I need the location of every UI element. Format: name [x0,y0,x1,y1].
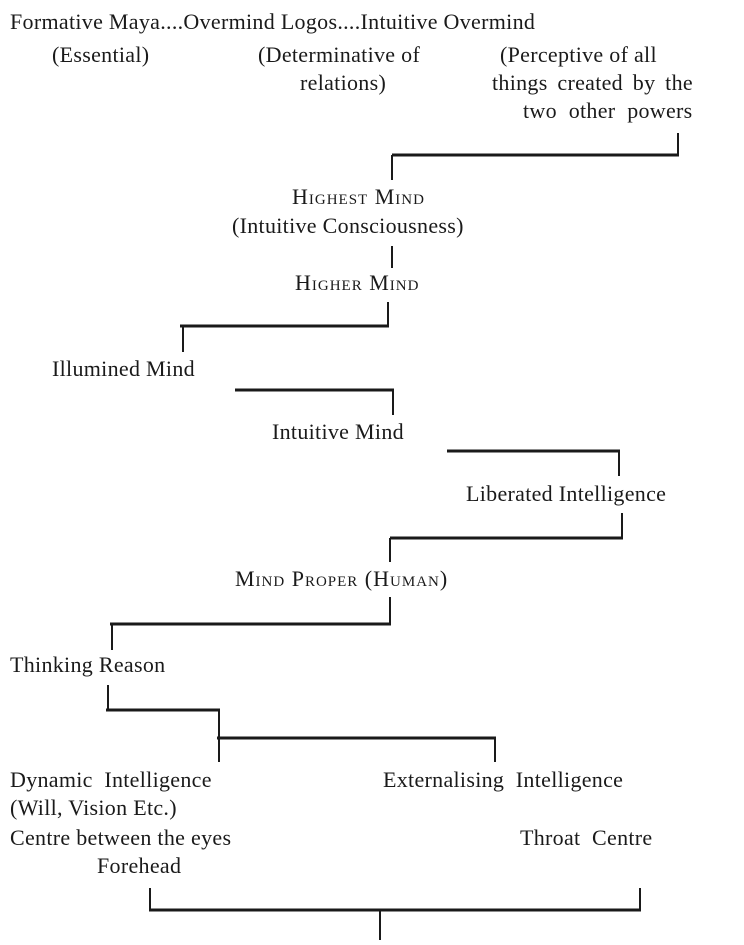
intuitive-overmind-subtitle: (Perceptive of all [500,42,657,67]
intuitive-overmind-subtitle-3: two other powers [523,98,693,123]
top-row-title: Formative Maya....Overmind Logos....Intu… [10,9,536,34]
thinking-reason-label: Thinking Reason [10,652,166,677]
dynamic-intelligence-subtitle: (Will, Vision Etc.) [10,795,177,820]
liberated-intelligence-label: Liberated Intelligence [466,481,667,506]
dynamic-intelligence-label: Dynamic Intelligence [10,767,212,792]
formative-maya-subtitle: (Essential) [52,42,150,67]
externalising-intelligence-label: Externalising Intelligence [383,767,624,792]
mind-proper-label: Mind Proper (Human) [235,566,449,591]
overmind-logos-subtitle-2: relations) [300,70,387,95]
intuitive-overmind-subtitle-2: things created by the [492,70,693,95]
forehead-label: Forehead [97,853,182,878]
illumined-mind-label: Illumined Mind [52,356,195,381]
intuitive-mind-label: Intuitive Mind [272,419,404,444]
highest-mind-subtitle: (Intuitive Consciousness) [232,213,464,238]
overmind-logos-subtitle: (Determinative of [258,42,421,67]
throat-centre-label: Throat Centre [520,825,653,850]
highest-mind-label: Highest Mind [292,184,425,209]
dynamic-centre-label: Centre between the eyes [10,825,232,850]
higher-mind-label: Higher Mind [295,270,420,295]
